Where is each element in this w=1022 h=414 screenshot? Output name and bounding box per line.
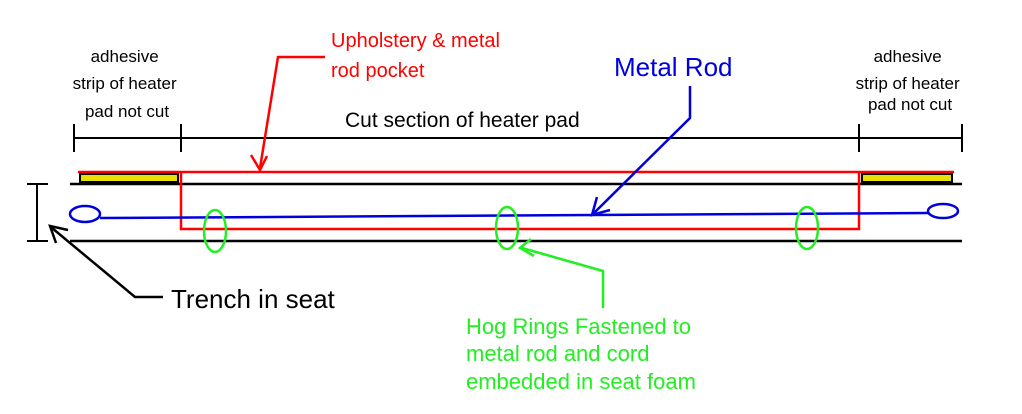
hog-ring-middle xyxy=(494,205,520,251)
metal-rod-label: Metal Rod xyxy=(614,52,733,82)
upholstery-pocket xyxy=(78,170,954,231)
adhesive-strip-left xyxy=(79,173,179,183)
cut-section-dimension xyxy=(73,124,963,152)
adhesive-strip-right xyxy=(861,173,953,183)
hog-rings-arrow xyxy=(517,238,605,308)
metal-rod xyxy=(68,202,960,224)
adhesive-left-label: adhesive strip of heater pad not cut xyxy=(73,47,182,121)
hog-rings-label: Hog Rings Fastened to metal rod and cord… xyxy=(466,314,697,394)
rod-end-right xyxy=(926,202,960,220)
trench-arrow xyxy=(48,224,163,299)
hog-ring-right xyxy=(794,205,820,251)
hog-ring-left xyxy=(202,208,228,254)
trench-bracket xyxy=(27,183,48,242)
adhesive-right-label: adhesive strip of heater pad not cut xyxy=(856,47,965,114)
cut-section-label: Cut section of heater pad xyxy=(345,109,580,132)
metal-rod-arrow xyxy=(590,86,692,217)
rod-end-left xyxy=(68,204,102,224)
upholstery-arrow xyxy=(249,55,325,173)
trench-label: Trench in seat xyxy=(171,284,336,314)
upholstery-label: Upholstery & metal rod pocket xyxy=(331,30,506,82)
